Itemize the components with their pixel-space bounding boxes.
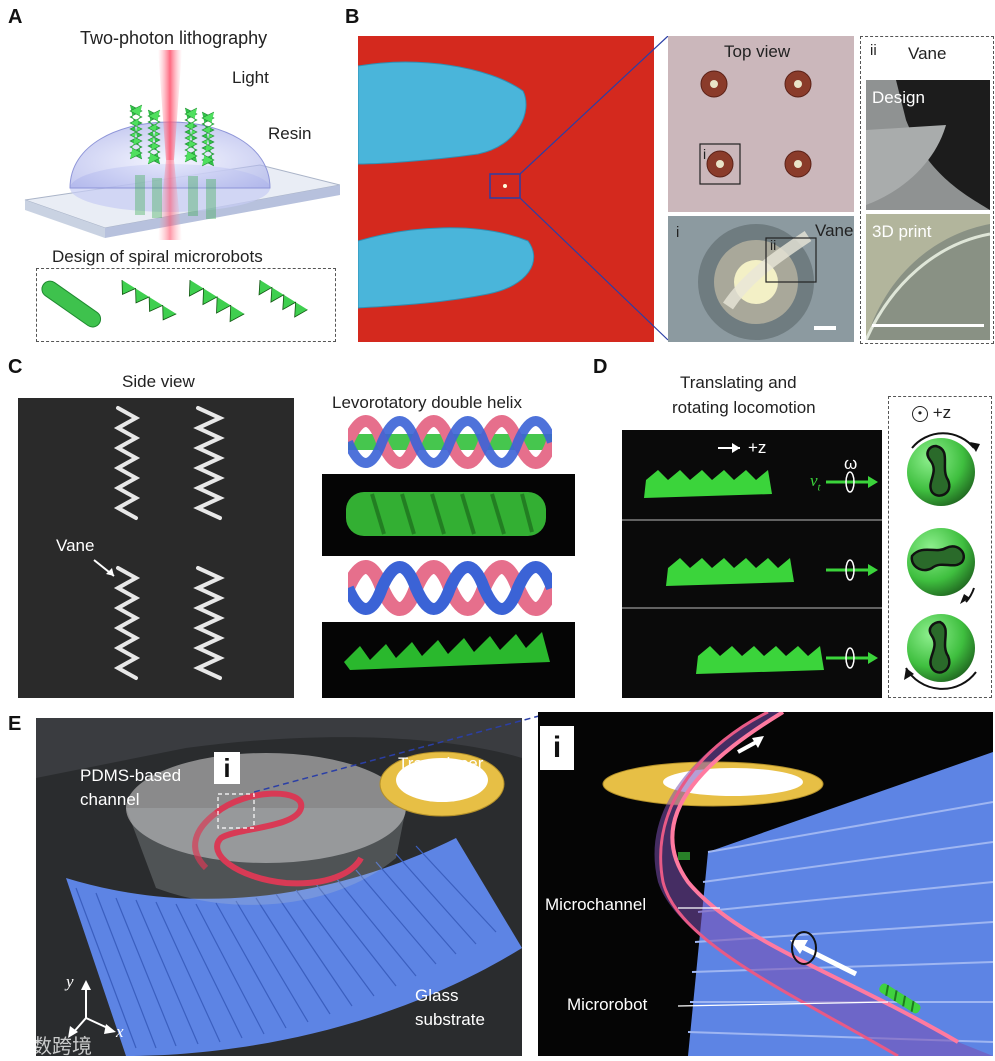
locomotion-frames [622,430,882,698]
design-box [36,268,336,342]
zoom-lines [520,36,669,341]
pdms-label-1: PDMS-based [80,766,182,785]
inset-ii-small-label: ii [770,237,777,253]
axis-x-label: x [116,1022,124,1041]
top-view-label: Top view [724,42,791,61]
helix-model-2 [348,560,552,616]
glass-label-1: Glass [415,986,459,1005]
ii-label: ii [870,42,877,59]
gloved-fingers-photo [358,36,654,342]
vane-closeup-photo [668,216,854,342]
vt-main: v [810,471,818,490]
helix-fluorescence-2 [322,622,575,698]
panel-b-letter: B [345,6,360,28]
side-view-micrograph [18,398,294,698]
panel-d-letter: D [593,356,608,378]
rotation-legend-box [888,396,992,698]
legend-z-label: +z [932,403,952,422]
d-title-2: rotating locomotion [672,398,816,417]
design-caption: Design of spiral microrobots [52,247,263,266]
resin-label: Resin [268,124,312,143]
glass-label-2: substrate [415,1010,485,1029]
light-label: Light [232,68,269,87]
inset-i-small: i [703,146,707,162]
print-label: 3D print [872,222,932,241]
lithography-illustration [24,50,340,240]
zoom-connector [254,715,540,793]
transducer-label: Transducer [398,754,484,773]
panel-e-letter: E [8,713,22,735]
microchannel-zoom-render [538,712,993,1056]
inset-i-label: i [676,224,680,241]
design-label: Design [872,88,925,107]
inset-i-badge: i [214,752,240,784]
helix-model-1 [348,415,552,469]
dot-z-symbol: • +z [912,403,951,423]
vane-arrow-label: Vane [56,536,95,555]
spiral-designs [41,279,308,328]
rotation-states [904,432,980,690]
print-photo [866,214,990,340]
vt-sub: t [817,481,821,494]
vane-right-label: Vane [815,221,854,240]
vane-comparison-box [860,36,994,344]
device-render [36,718,522,1056]
panel-a-letter: A [8,6,23,28]
zoom-i-badge: i [540,726,574,770]
panel-a-title: Two-photon lithography [80,28,268,48]
side-view-label: Side view [122,372,195,391]
d-title-1: Translating and [680,373,797,392]
pdms-label-2: channel [80,790,140,809]
inset-i-badge-label: i [223,753,231,783]
axis-y-label: y [66,972,74,991]
helix-fluorescence-1 [322,474,575,556]
microchannel-label: Microchannel [545,895,647,914]
dot-in-circle-icon: • [912,405,928,422]
panel-c-letter: C [8,356,23,378]
design-render [866,80,990,210]
vane-header: Vane [908,44,947,63]
plus-z-label: +z [748,438,767,457]
watermark: 大数跨境 [12,1034,92,1058]
microrobot-label: Microrobot [567,995,648,1014]
helix-title: Levorotatory double helix [332,393,522,412]
omega-label: ω [844,454,858,473]
vt-label: vt [810,471,821,493]
top-view-photo [668,36,854,212]
zoom-i-badge-label: i [552,731,562,764]
